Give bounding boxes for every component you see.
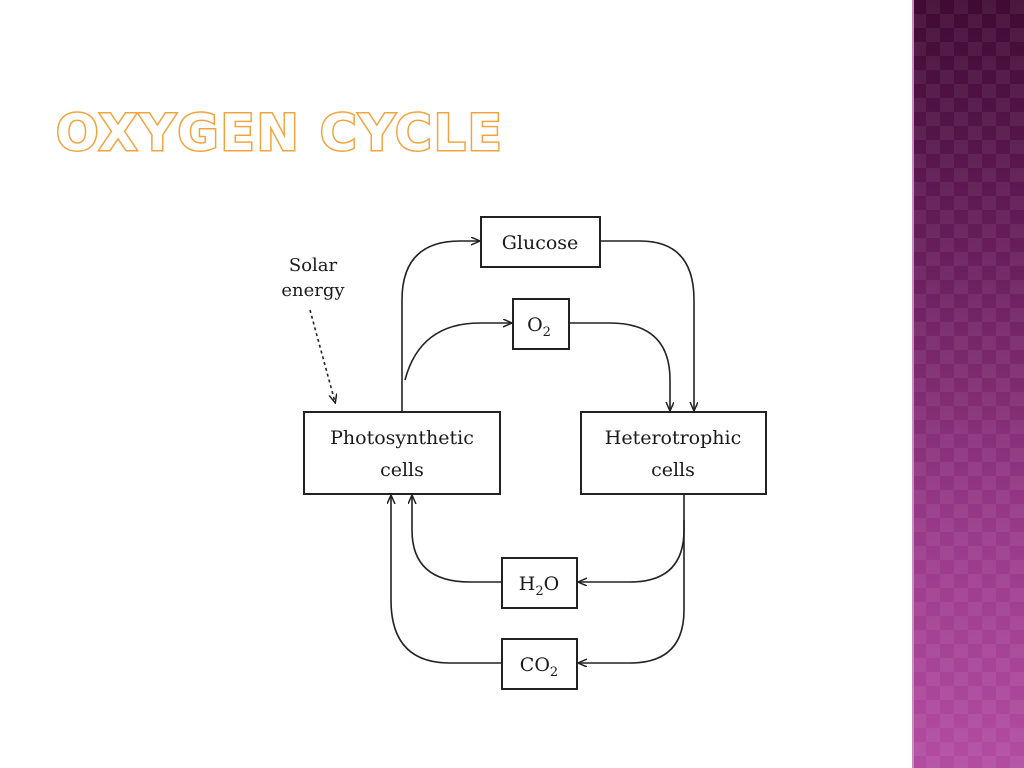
diamond-pattern xyxy=(912,0,1024,768)
arrow-o2-to-heterotrophic xyxy=(569,322,670,410)
heterotrophic-cells-box xyxy=(580,411,767,495)
glucose-box xyxy=(480,216,601,268)
heterotrophic-label-line1: Heterotrophic xyxy=(605,427,742,449)
solar-label-line1: Solar xyxy=(289,255,338,276)
o2-subscript: 2 xyxy=(543,325,551,340)
arrow-photosynthetic-to-o2 xyxy=(404,323,511,381)
slide-title: Oxygen Cycle xyxy=(55,103,504,164)
glucose-label: Glucose xyxy=(502,232,579,254)
arrow-heterotrophic-to-co2 xyxy=(579,520,685,663)
h2o-label: H2O xyxy=(519,573,559,599)
photosynthetic-label-line2: cells xyxy=(380,459,424,481)
o2-box xyxy=(512,298,570,350)
co2-main: CO xyxy=(520,654,550,676)
heterotrophic-label-line2: cells xyxy=(651,459,695,481)
h2o-o: O xyxy=(544,573,560,595)
h2o-h: H xyxy=(519,573,536,595)
arrow-h2o-to-photosynthetic xyxy=(412,496,502,583)
o2-label: O2 xyxy=(527,314,551,340)
h2o-subscript: 2 xyxy=(535,584,543,599)
co2-box xyxy=(501,638,578,690)
arrow-heterotrophic-to-h2o xyxy=(579,494,685,582)
solar-energy-arrow xyxy=(309,309,335,402)
h2o-box xyxy=(501,557,578,609)
co2-subscript: 2 xyxy=(550,665,558,680)
co2-label: CO2 xyxy=(520,654,558,680)
arrow-photosynthetic-to-glucose xyxy=(401,241,479,412)
photosynthetic-cells-box xyxy=(303,411,501,495)
side-decoration-band xyxy=(912,0,1024,768)
photosynthetic-label-line1: Photosynthetic xyxy=(330,427,474,449)
o2-main: O xyxy=(527,314,543,336)
band-edge-line xyxy=(912,0,914,768)
arrow-glucose-to-heterotrophic xyxy=(600,240,694,410)
arrow-co2-to-photosynthetic xyxy=(391,496,502,664)
solar-label-line2: energy xyxy=(281,280,345,301)
